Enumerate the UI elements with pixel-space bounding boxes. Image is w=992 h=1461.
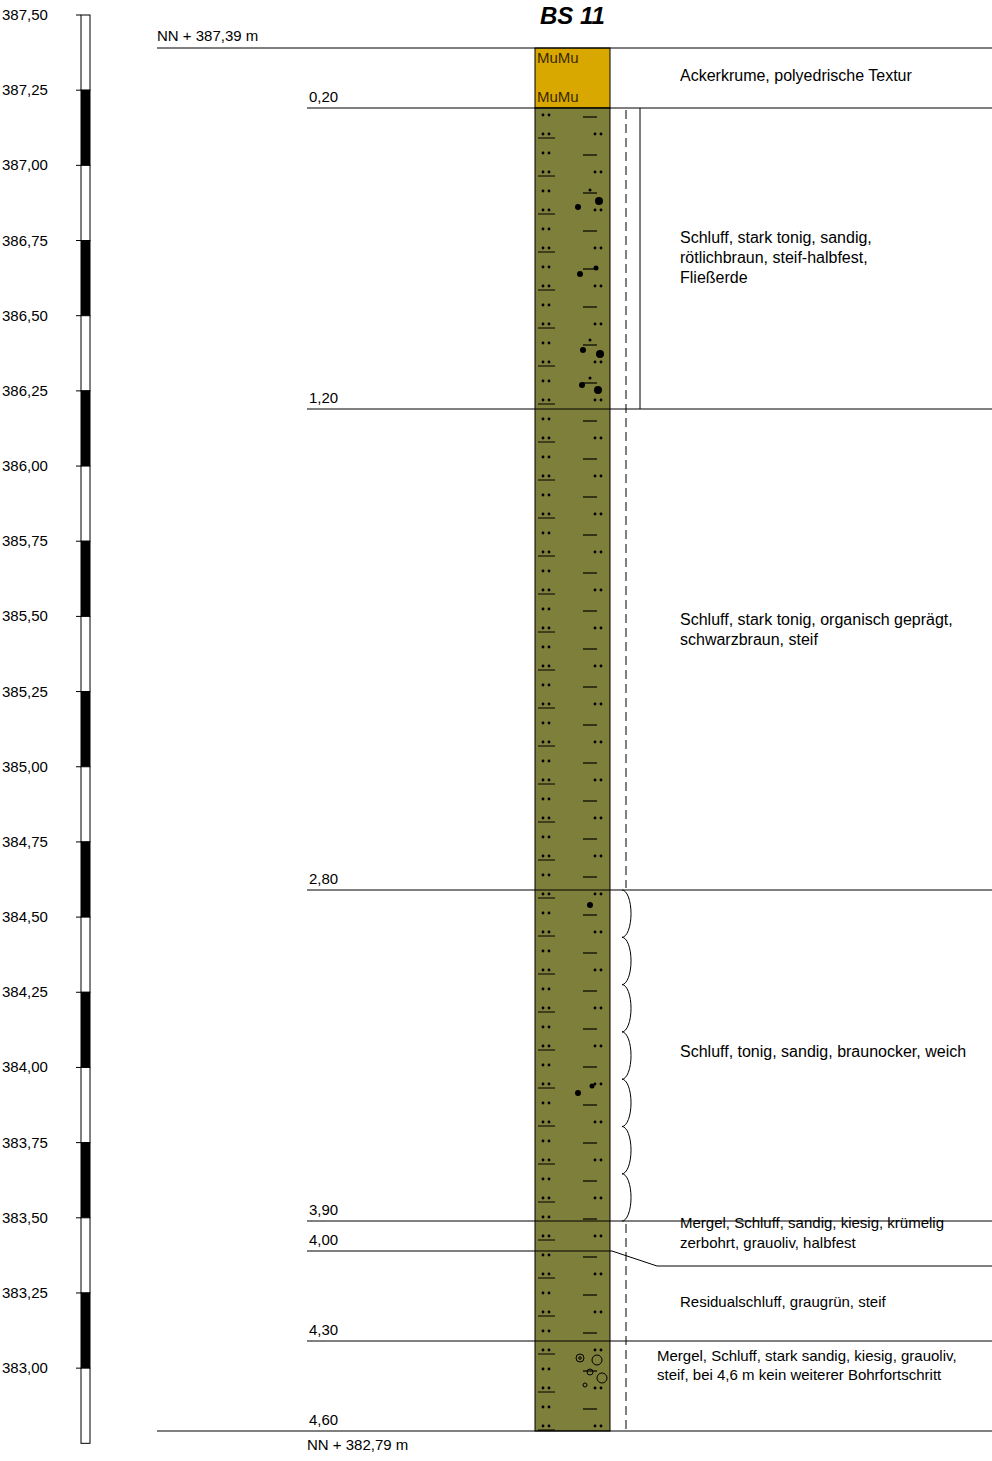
scale-segment (81, 541, 90, 616)
scale-segment (81, 1067, 90, 1142)
scale-segment (81, 616, 90, 691)
scale-label: 384,25 (2, 983, 48, 1000)
silt-pattern (535, 108, 610, 1431)
layer-description: Mergel, Schluff, sandig, kiesig, krümeli… (680, 1213, 988, 1253)
scale-segment (81, 466, 90, 541)
scale-segment (81, 992, 90, 1067)
scale-label: 383,00 (2, 1359, 48, 1376)
scale-tick (76, 616, 81, 617)
silt-fill (535, 108, 610, 1431)
depth-label: 4,60 (309, 1411, 338, 1428)
layer-text: Residualschluff, graugrün, steif (680, 1292, 980, 1312)
scale-segment (81, 767, 90, 842)
layer-description: Schluff, stark tonig, sandig, rötlichbra… (680, 228, 930, 288)
scale-tick (76, 165, 81, 166)
scale-label: 386,00 (2, 457, 48, 474)
scale-tick (76, 691, 81, 692)
scale-label: 387,25 (2, 81, 48, 98)
scale-label: 383,75 (2, 1134, 48, 1151)
layer-text: Schluff, stark tonig, organisch geprägt,… (680, 610, 970, 650)
scale-tick (76, 1067, 81, 1068)
scale-segment (81, 692, 90, 767)
layer-description: Schluff, stark tonig, organisch geprägt,… (680, 610, 970, 650)
scale-label: 385,00 (2, 758, 48, 775)
scale-tick (76, 315, 81, 316)
scale-tick (76, 390, 81, 391)
elevation-label: NN + 382,79 m (307, 1436, 408, 1453)
scale-label: 383,25 (2, 1284, 48, 1301)
scale-segment (81, 241, 90, 316)
scale-label: 384,50 (2, 908, 48, 925)
scale-tick (76, 992, 81, 993)
depth-label: 4,00 (309, 1231, 338, 1248)
soil-symbol: MuMu (537, 88, 579, 105)
depth-label: 3,90 (309, 1201, 338, 1218)
scale-segment (81, 1368, 90, 1443)
borehole-title: BS 11 (540, 2, 605, 30)
depth-label: 4,30 (309, 1321, 338, 1338)
scale-tick (76, 917, 81, 918)
layer-description: Mergel, Schluff, stark sandig, kiesig, g… (657, 1346, 979, 1384)
layer-text: Mergel, Schluff, sandig, kiesig, krümeli… (680, 1213, 988, 1253)
elevation-label: NN + 387,39 m (157, 27, 258, 44)
scale-label: 384,00 (2, 1058, 48, 1075)
scale-segment (81, 917, 90, 992)
scale-label: 383,50 (2, 1209, 48, 1226)
scale-label: 385,25 (2, 683, 48, 700)
scale-tick (76, 90, 81, 91)
scale-segment (81, 15, 90, 90)
layer-description: Residualschluff, graugrün, steif (680, 1292, 980, 1312)
scale-tick (76, 541, 81, 542)
scale-tick (76, 1368, 81, 1369)
scale-label: 384,75 (2, 833, 48, 850)
scale-segment (81, 90, 90, 165)
layer-description: Ackerkrume, polyedrische Textur (680, 66, 980, 86)
scale-tick (76, 766, 81, 767)
scale-label: 387,50 (2, 6, 48, 23)
depth-label: 1,20 (309, 389, 338, 406)
consistency-lines (622, 108, 640, 1429)
scale-tick (76, 841, 81, 842)
gravel-symbols (575, 189, 604, 1097)
scale-tick (76, 1292, 81, 1293)
depth-label: 2,80 (309, 870, 338, 887)
scale-tick (76, 466, 81, 467)
depth-label: 0,20 (309, 88, 338, 105)
scale-label: 385,50 (2, 607, 48, 624)
layer-lines (157, 48, 992, 1431)
scale-label: 386,25 (2, 382, 48, 399)
layer-text: Ackerkrume, polyedrische Textur (680, 66, 980, 86)
scale-segment (81, 1293, 90, 1368)
scale-label: 387,00 (2, 156, 48, 173)
scale-label: 385,75 (2, 532, 48, 549)
layer-description: Schluff, tonig, sandig, braunocker, weic… (680, 1042, 980, 1062)
scale-tick (76, 1142, 81, 1143)
layer-text: Schluff, tonig, sandig, braunocker, weic… (680, 1042, 980, 1062)
scale-label: 386,50 (2, 307, 48, 324)
scale-segment (81, 165, 90, 240)
scale-segment (81, 1218, 90, 1293)
scale-segment (81, 1143, 90, 1218)
pebble-symbols (576, 1354, 607, 1387)
layer-text: Mergel, Schluff, stark sandig, kiesig, g… (657, 1346, 979, 1384)
scale-tick (76, 240, 81, 241)
soil-symbol: MuMu (537, 49, 579, 66)
scale-tick (76, 15, 81, 16)
scale-tick (76, 1217, 81, 1218)
scale-label: 386,75 (2, 232, 48, 249)
scale-segment (81, 316, 90, 391)
elevation-scale (76, 15, 90, 1443)
topsoil-fill (535, 48, 610, 108)
layer-text: Schluff, stark tonig, sandig, rötlichbra… (680, 228, 930, 288)
scale-segment (81, 391, 90, 466)
scale-segment (81, 842, 90, 917)
